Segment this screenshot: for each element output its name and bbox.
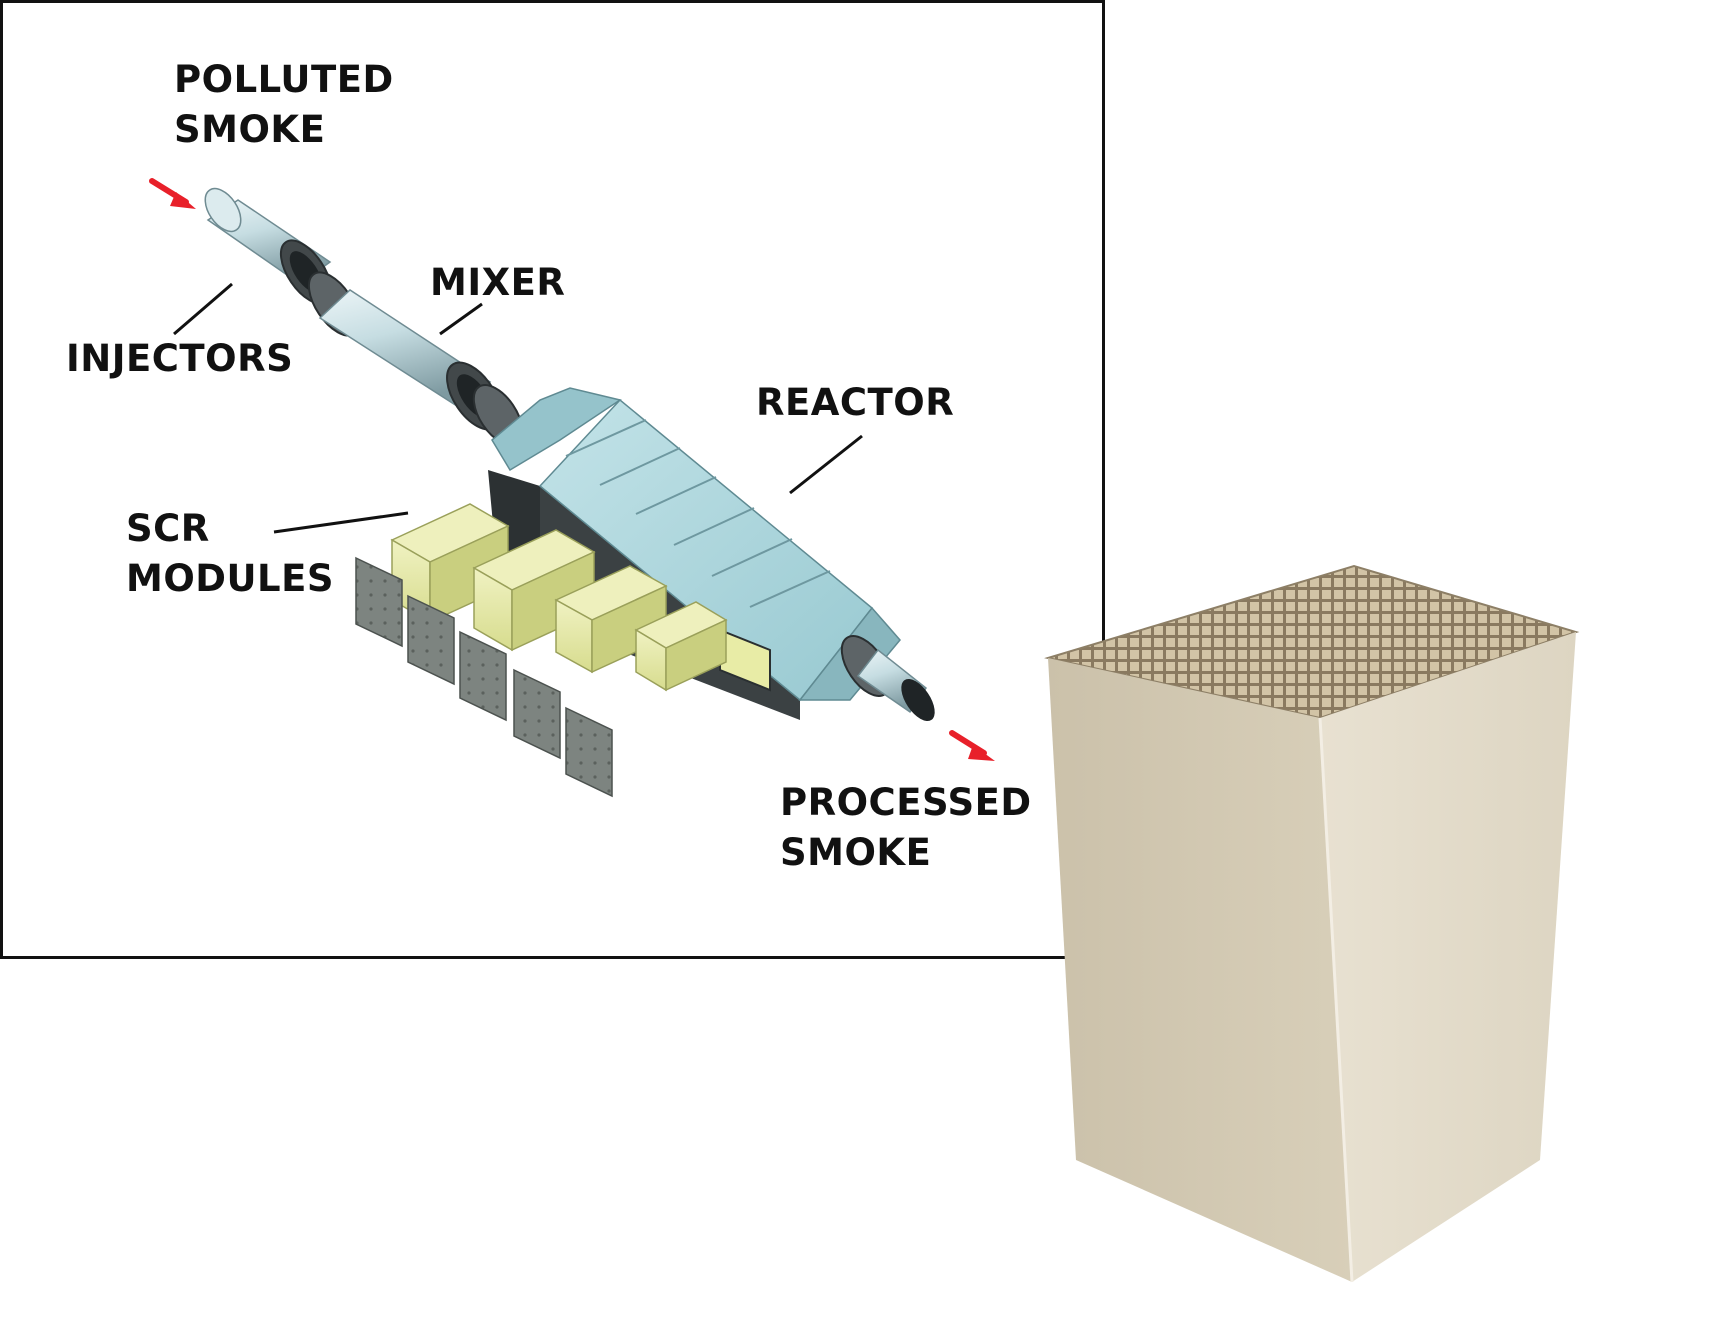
scr-module — [554, 565, 668, 674]
panel — [355, 556, 403, 648]
label-scr-modules: SCR MODULES — [126, 504, 334, 604]
honeycomb-catalyst — [1044, 564, 1580, 1283]
scr-module — [472, 529, 596, 652]
panel — [407, 594, 455, 686]
outlet-pipe — [840, 635, 935, 721]
panel — [459, 630, 507, 722]
label-line: MIXER — [430, 261, 566, 304]
flow-arrow-icon — [949, 730, 995, 761]
mixer-pipe — [307, 271, 524, 446]
label-line: MODULES — [126, 557, 335, 600]
honeycomb-left-face — [1048, 658, 1352, 1282]
label-line: SMOKE — [174, 108, 326, 151]
label-line: PROCESSED — [780, 781, 1032, 824]
label-line: SMOKE — [780, 831, 932, 874]
label-injectors: INJECTORS — [66, 334, 293, 384]
label-line: POLLUTED — [174, 58, 394, 101]
panel — [565, 706, 613, 798]
label-line: SCR — [126, 507, 210, 550]
scr-module — [634, 601, 728, 692]
flow-arrow-icon — [149, 178, 196, 209]
scr-module-blocks — [390, 503, 728, 692]
label-line: REACTOR — [756, 381, 955, 424]
perforated-panels — [355, 556, 613, 798]
label-reactor: REACTOR — [756, 378, 954, 428]
honeycomb-right-face — [1320, 632, 1576, 1282]
label-line: INJECTORS — [66, 337, 294, 380]
panel — [513, 668, 561, 760]
label-processed-smoke: PROCESSED SMOKE — [780, 778, 1032, 878]
label-polluted-smoke: POLLUTED SMOKE — [174, 55, 394, 155]
label-mixer: MIXER — [430, 258, 565, 308]
leader-lines — [173, 282, 863, 534]
